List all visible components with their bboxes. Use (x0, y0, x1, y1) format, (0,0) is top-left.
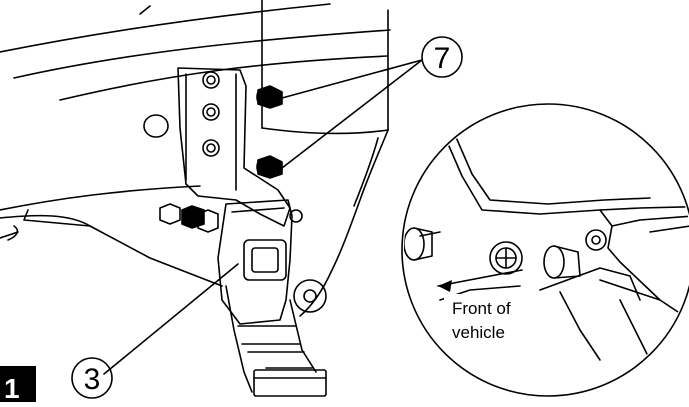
detail-label-line-1: Front of (452, 299, 511, 318)
detail-arrow (437, 269, 523, 287)
callout-3-leader (103, 263, 239, 375)
side-bolts-icon (159, 203, 303, 233)
callout-7-number: 7 (434, 42, 451, 75)
callout-7-leaders (281, 59, 423, 169)
bolt-lower-icon (256, 155, 283, 179)
detail-view (401, 103, 689, 397)
panel-slot (143, 114, 169, 138)
callout-3-circle (71, 357, 113, 399)
detail-label-line-2: vehicle (452, 323, 505, 342)
figure-tab-number: 1 (4, 373, 20, 402)
folding-step (217, 199, 327, 397)
figure-tab (0, 366, 36, 402)
fender-outline (0, 127, 389, 317)
callout-3-number: 3 (84, 363, 101, 396)
bolt-upper-icon (256, 85, 283, 109)
vehicle-body-lines (0, 0, 391, 131)
callout-7-circle (421, 36, 463, 78)
mounting-bracket (177, 67, 291, 227)
